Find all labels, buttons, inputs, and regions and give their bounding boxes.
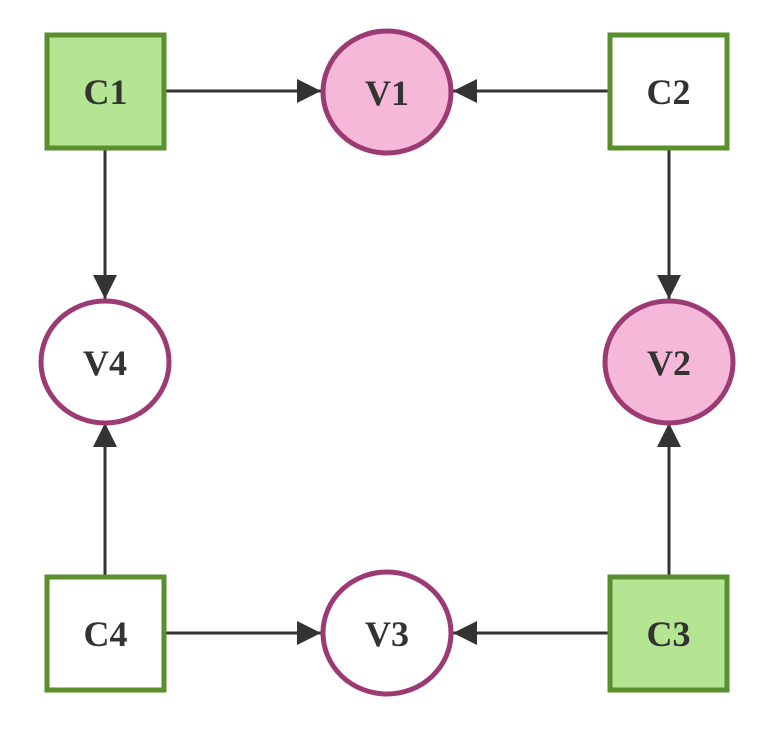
- node-c1-label: C1: [84, 72, 128, 112]
- node-v3-label: V3: [365, 614, 409, 654]
- node-v1-label: V1: [365, 73, 409, 113]
- node-c4: C4: [44, 574, 167, 693]
- node-c2-label: C2: [647, 72, 691, 112]
- node-v2-label: V2: [647, 343, 691, 383]
- node-v4: V4: [38, 298, 172, 426]
- node-c3: C3: [607, 574, 730, 693]
- node-v1-circle: [320, 28, 454, 156]
- node-v4-label: V4: [83, 343, 127, 383]
- node-v3: V3: [320, 569, 454, 697]
- node-v3-circle: [320, 569, 454, 697]
- node-c2: C2: [607, 32, 730, 151]
- node-c3-label: C3: [647, 614, 691, 654]
- node-c4-label: C4: [84, 614, 128, 654]
- node-v2: V2: [602, 298, 736, 426]
- node-v2-circle: [602, 298, 736, 426]
- node-c3-square: [607, 574, 730, 693]
- node-c2-square: [607, 32, 730, 151]
- node-v1: V1: [320, 28, 454, 156]
- node-v4-circle: [38, 298, 172, 426]
- node-c1-square: [44, 32, 167, 151]
- node-c4-square: [44, 574, 167, 693]
- node-c1: C1: [44, 32, 167, 151]
